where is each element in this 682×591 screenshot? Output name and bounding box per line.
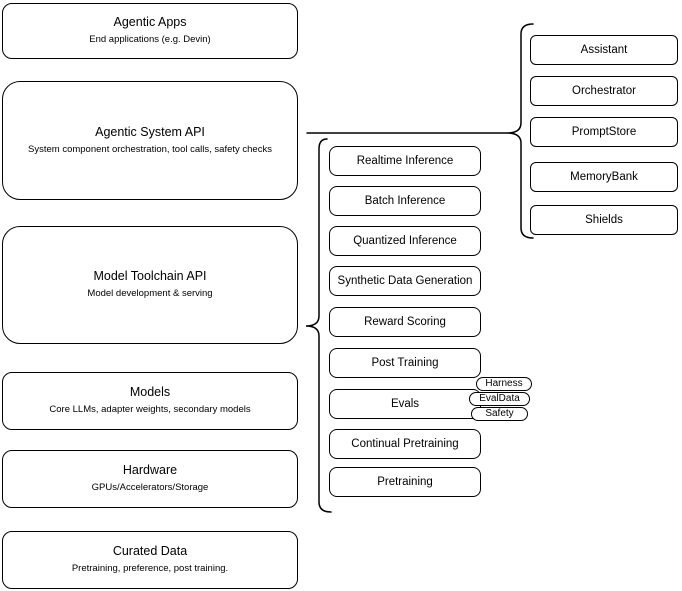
box-subtitle: GPUs/Accelerators/Storage	[91, 482, 209, 494]
box-subtitle: Pretraining, preference, post training.	[71, 563, 229, 575]
node-reward-scoring: Reward Scoring	[329, 307, 481, 337]
box-subtitle: Core LLMs, adapter weights, secondary mo…	[49, 404, 251, 416]
pill-evaldata: EvalData	[469, 392, 530, 406]
box-models: Models Core LLMs, adapter weights, secon…	[2, 372, 298, 430]
box-agentic-system-api: Agentic System API System component orch…	[2, 81, 298, 200]
node-shields: Shields	[530, 205, 678, 235]
box-subtitle: System component orchestration, tool cal…	[28, 143, 272, 155]
box-title: Agentic System API	[95, 124, 205, 139]
box-title: Model Toolchain API	[93, 269, 207, 284]
node-evals: Evals	[329, 389, 481, 419]
node-batch-inference: Batch Inference	[329, 186, 481, 216]
box-curated-data: Curated Data Pretraining, preference, po…	[2, 531, 298, 589]
box-hardware: Hardware GPUs/Accelerators/Storage	[2, 450, 298, 508]
node-pretraining: Pretraining	[329, 467, 481, 497]
pill-harness: Harness	[476, 377, 532, 391]
node-realtime-inference: Realtime Inference	[329, 146, 481, 176]
box-title: Models	[129, 385, 171, 400]
toolchain-brace	[305, 138, 332, 513]
box-title: Agentic Apps	[113, 15, 187, 30]
box-agentic-apps: Agentic Apps End applications (e.g. Devi…	[2, 3, 298, 59]
node-post-training: Post Training	[329, 348, 481, 378]
box-subtitle: End applications (e.g. Devin)	[89, 34, 211, 46]
box-title: Curated Data	[112, 544, 188, 559]
pill-safety: Safety	[471, 407, 528, 421]
node-quantized-inference: Quantized Inference	[329, 226, 481, 256]
node-memorybank: MemoryBank	[530, 162, 678, 192]
box-model-toolchain-api: Model Toolchain API Model development & …	[2, 226, 298, 344]
node-orchestrator: Orchestrator	[530, 76, 678, 106]
node-synthetic-data-generation: Synthetic Data Generation	[329, 266, 481, 296]
box-subtitle: Model development & serving	[87, 288, 213, 300]
node-promptstore: PromptStore	[530, 117, 678, 147]
node-continual-pretraining: Continual Pretraining	[329, 429, 481, 459]
node-assistant: Assistant	[530, 35, 678, 65]
box-title: Hardware	[122, 463, 178, 478]
